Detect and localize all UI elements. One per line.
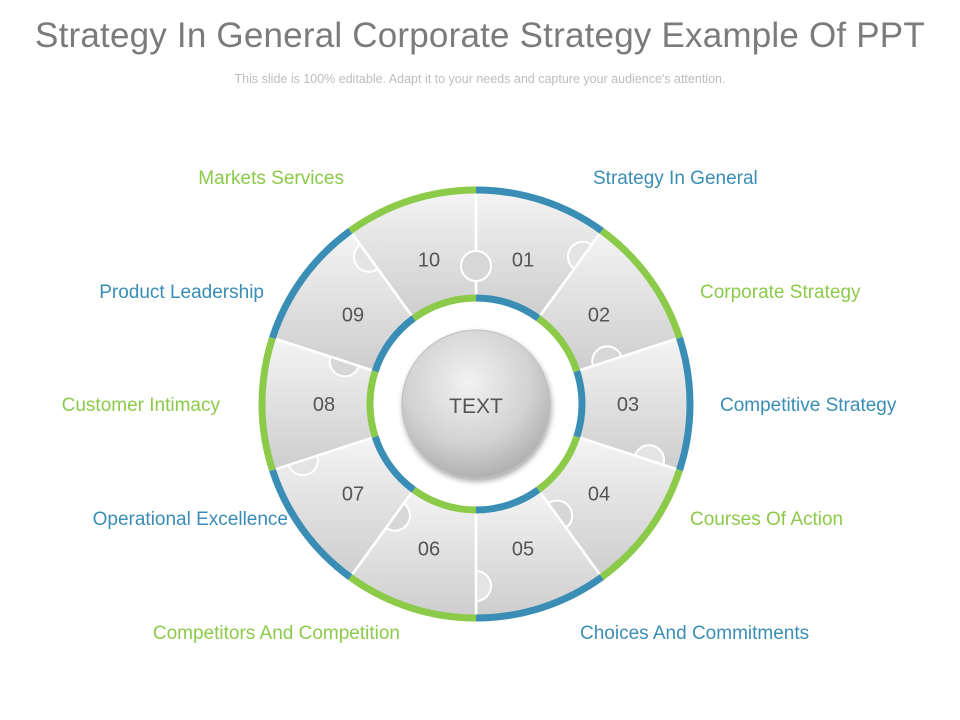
outer-ring-arc-10 xyxy=(348,186,477,234)
inner-ring-arc-03 xyxy=(573,370,586,438)
outer-ring-arc-01 xyxy=(475,186,604,234)
puzzle-knob-10 xyxy=(460,250,492,282)
segment-number-06: 06 xyxy=(418,539,440,561)
segment-label-03: Competitive Strategy xyxy=(720,395,897,416)
segment-label-05: Choices And Commitments xyxy=(580,623,810,644)
segment-numbers: 01 02 03 04 05 06 07 08 09 10 xyxy=(313,249,639,560)
segment-label-07: Operational Excellence xyxy=(92,509,288,530)
inner-ring-arc-09 xyxy=(371,315,416,373)
inner-ring-arc-02 xyxy=(536,315,581,373)
segment-number-04: 04 xyxy=(588,483,610,505)
inner-ring-arc-06 xyxy=(411,486,477,514)
segment-number-09: 09 xyxy=(342,305,364,327)
segment-label-02: Corporate Strategy xyxy=(700,282,861,303)
inner-ring-arc-07 xyxy=(371,435,416,493)
segment-label-06: Competitors And Competition xyxy=(152,623,400,644)
segment-number-10: 10 xyxy=(418,249,440,271)
segment-label-04: Courses Of Action xyxy=(690,509,844,530)
outer-ring-arc-04 xyxy=(599,469,683,580)
inner-ring-arc-04 xyxy=(536,435,581,493)
segment-label-01: Strategy In General xyxy=(593,168,758,189)
segment-number-01: 01 xyxy=(512,249,534,271)
segment-label-10: Markets Services xyxy=(198,168,344,189)
inner-ring-arc-08 xyxy=(366,370,379,438)
outer-ring-arc-06 xyxy=(348,574,477,622)
inner-ring-arc-10 xyxy=(411,294,477,322)
outer-ring-arc-05 xyxy=(475,574,604,622)
outer-ring-arc-02 xyxy=(599,228,683,339)
slide-title: Strategy In General Corporate Strategy E… xyxy=(35,16,925,55)
segment-label-08: Customer Intimacy xyxy=(61,395,220,416)
segment-label-09: Product Leadership xyxy=(99,282,264,303)
inner-ring-arc-01 xyxy=(475,294,541,322)
puzzle-pieces xyxy=(260,188,692,620)
segment-number-05: 05 xyxy=(512,539,534,561)
outer-ring-arc-07 xyxy=(269,469,353,580)
segment-number-07: 07 xyxy=(342,483,364,505)
center-circle: TEXT xyxy=(380,308,572,500)
segment-number-03: 03 xyxy=(617,394,639,416)
outer-ring-arc-09 xyxy=(269,228,353,339)
segment-number-08: 08 xyxy=(313,394,335,416)
inner-ring-arc-05 xyxy=(475,486,541,514)
segment-number-02: 02 xyxy=(588,305,610,327)
outer-ring-arc-08 xyxy=(258,336,276,472)
outer-ring-arc-03 xyxy=(676,336,694,472)
ring-borders xyxy=(258,186,694,622)
center-text: TEXT xyxy=(449,395,503,418)
slide-subtitle: This slide is 100% editable. Adapt it to… xyxy=(234,72,726,86)
center-button xyxy=(401,329,551,479)
